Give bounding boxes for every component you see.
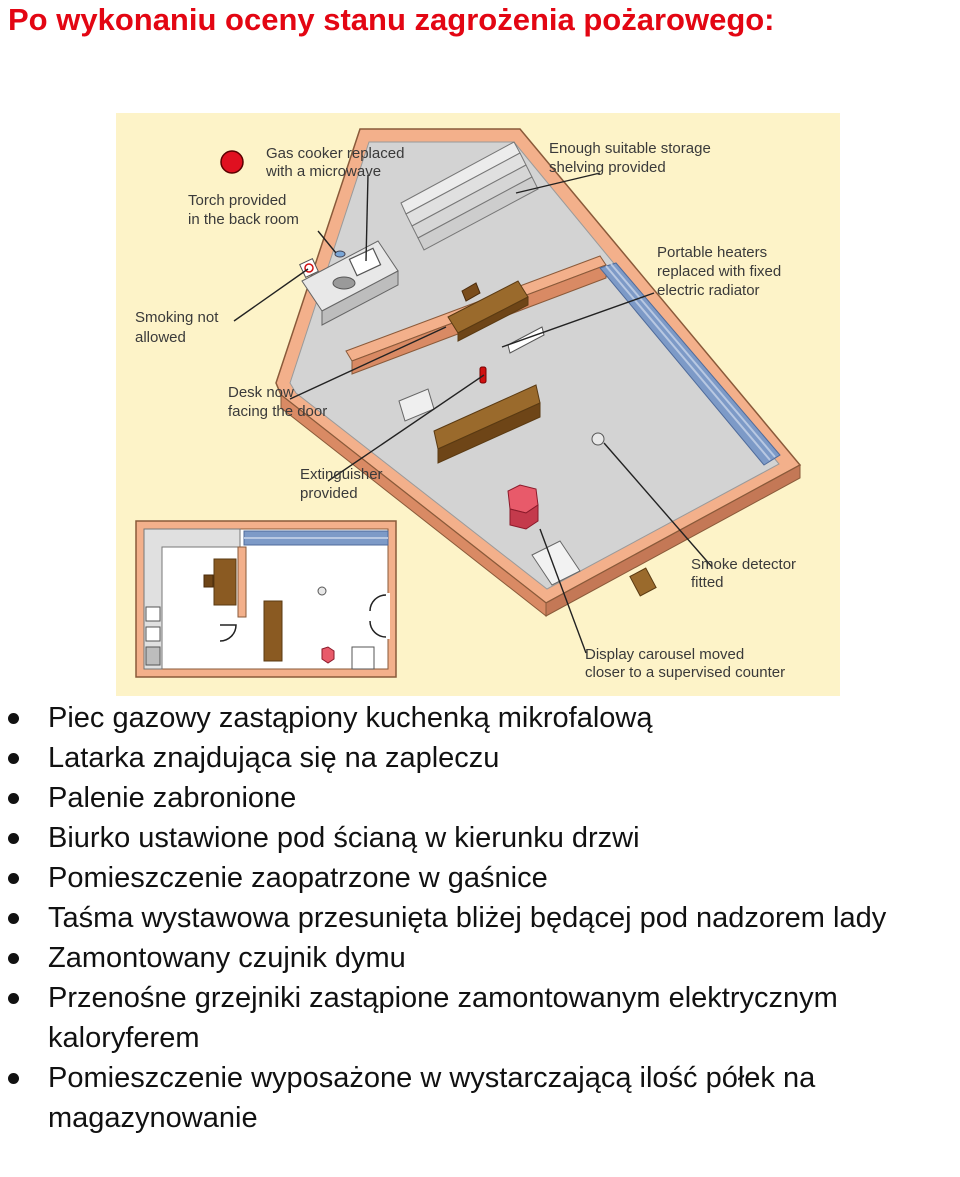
inset-front-door	[369, 594, 387, 638]
inset-floor	[143, 528, 389, 670]
shop-floor-plan-diagram: Gas cooker replaced with a microwave Eno…	[116, 113, 840, 696]
bullet-item: Pomieszczenie wyposażone w wystarczającą…	[0, 1058, 960, 1138]
bullet-text: Piec gazowy zastąpiony kuchenką mikrofal…	[48, 702, 653, 734]
bullet-item: Pomieszczenie zaopatrzone w gaśnice	[0, 858, 960, 898]
bullet-item: Piec gazowy zastąpiony kuchenką mikrofal…	[0, 698, 960, 738]
floor-plan-inset	[135, 520, 397, 678]
label-desk-1: Desk now	[228, 384, 294, 401]
microwave	[348, 247, 382, 277]
inset-partition	[237, 546, 247, 618]
inset-kitchen-unit-2	[145, 626, 161, 642]
label-heaters-1: Portable heaters	[657, 244, 767, 261]
label-extinguisher-1: Extinguisher	[300, 466, 383, 483]
inset-counter	[263, 600, 283, 662]
bullet-item: Latarka znajdująca się na zapleczu	[0, 738, 960, 778]
label-smoking-1: Smoking not	[135, 309, 219, 326]
label-storage-1: Enough suitable storage	[549, 140, 711, 157]
leader-lines	[233, 172, 713, 654]
bullet-item: Palenie zabronione	[0, 778, 960, 818]
label-gas-cooker-2: with a microwave	[265, 163, 381, 180]
inset-chair	[203, 574, 214, 588]
bullet-text: Przenośne grzejniki zastąpione zamontowa…	[48, 982, 838, 1054]
front-door	[629, 567, 657, 597]
desk-chair	[461, 282, 481, 302]
label-torch-1: Torch provided	[188, 192, 286, 209]
inset-kitchen-unit	[145, 606, 161, 622]
label-storage-2: shelving provided	[549, 159, 666, 176]
label-carousel-1: Display carousel moved	[585, 646, 744, 663]
bullet-text: Pomieszczenie wyposażone w wystarczającą…	[48, 1062, 816, 1134]
shop-counter	[433, 384, 541, 464]
back-room-desk	[447, 280, 529, 342]
inset-kitchen-unit-3	[145, 646, 161, 666]
label-heaters-3: electric radiator	[657, 282, 760, 299]
bullet-dot-icon	[8, 953, 19, 964]
label-smoking-2: allowed	[135, 329, 186, 346]
bullet-text: Zamontowany czujnik dymu	[48, 942, 406, 974]
display-carousel	[507, 484, 539, 530]
smoke-detector	[591, 432, 605, 446]
no-smoking-sign-mark	[304, 263, 314, 273]
bullet-dot-icon	[8, 1073, 19, 1084]
wall-front-right	[545, 464, 801, 617]
label-smoke-1: Smoke detector	[691, 556, 796, 573]
page-title: Po wykonaniu oceny stanu zagrożenia poża…	[8, 2, 775, 37]
inset-door-gap	[380, 593, 390, 639]
supervised-counter	[531, 540, 581, 586]
inset-desk	[213, 558, 237, 606]
back-room-shelving	[400, 141, 539, 251]
bullet-text: Palenie zabronione	[48, 782, 297, 814]
label-torch-2: in the back room	[188, 211, 299, 228]
bullet-dot-icon	[8, 833, 19, 844]
label-carousel-2: closer to a supervised counter	[585, 664, 785, 681]
label-smoke-2: fitted	[691, 574, 724, 591]
red-marker-dot	[220, 150, 244, 174]
bullet-dot-icon	[8, 713, 19, 724]
bullet-text: Latarka znajdująca się na zapleczu	[48, 742, 500, 774]
bullet-dot-icon	[8, 873, 19, 884]
bullet-dot-icon	[8, 793, 19, 804]
bullet-text: Pomieszczenie zaopatrzone w gaśnice	[48, 862, 548, 894]
label-desk-2: facing the door	[228, 403, 327, 420]
inset-smoke-detector	[317, 586, 327, 596]
label-gas-cooker-1: Gas cooker replaced	[266, 145, 404, 162]
label-heaters-2: replaced with fixed	[657, 263, 781, 280]
bullet-dot-icon	[8, 753, 19, 764]
building-3d	[275, 128, 802, 618]
kitchen-units	[299, 240, 399, 326]
label-extinguisher-2: provided	[300, 485, 358, 502]
callout-labels: Gas cooker replaced with a microwave Eno…	[135, 140, 796, 681]
fixed-radiator	[507, 326, 545, 354]
torch	[334, 250, 346, 258]
wall-shelving-blue	[599, 262, 781, 466]
bullet-item: Zamontowany czujnik dymu	[0, 938, 960, 978]
inset-back-door	[219, 624, 237, 642]
bullet-item: Biurko ustawione pod ścianą w kierunku d…	[0, 818, 960, 858]
bullet-list: Piec gazowy zastąpiony kuchenką mikrofal…	[0, 698, 960, 1138]
bullet-text: Biurko ustawione pod ścianą w kierunku d…	[48, 822, 640, 854]
bullet-text: Taśma wystawowa przesunięta bliżej będąc…	[48, 902, 887, 934]
sink	[332, 276, 356, 290]
bullet-dot-icon	[8, 913, 19, 924]
bullet-dot-icon	[8, 993, 19, 1004]
no-smoking-sign	[299, 258, 319, 278]
bullet-item: Przenośne grzejniki zastąpione zamontowa…	[0, 978, 960, 1058]
bullet-item: Taśma wystawowa przesunięta bliżej będąc…	[0, 898, 960, 938]
inset-supervised-counter	[351, 646, 375, 670]
inset-carousel	[321, 646, 335, 664]
